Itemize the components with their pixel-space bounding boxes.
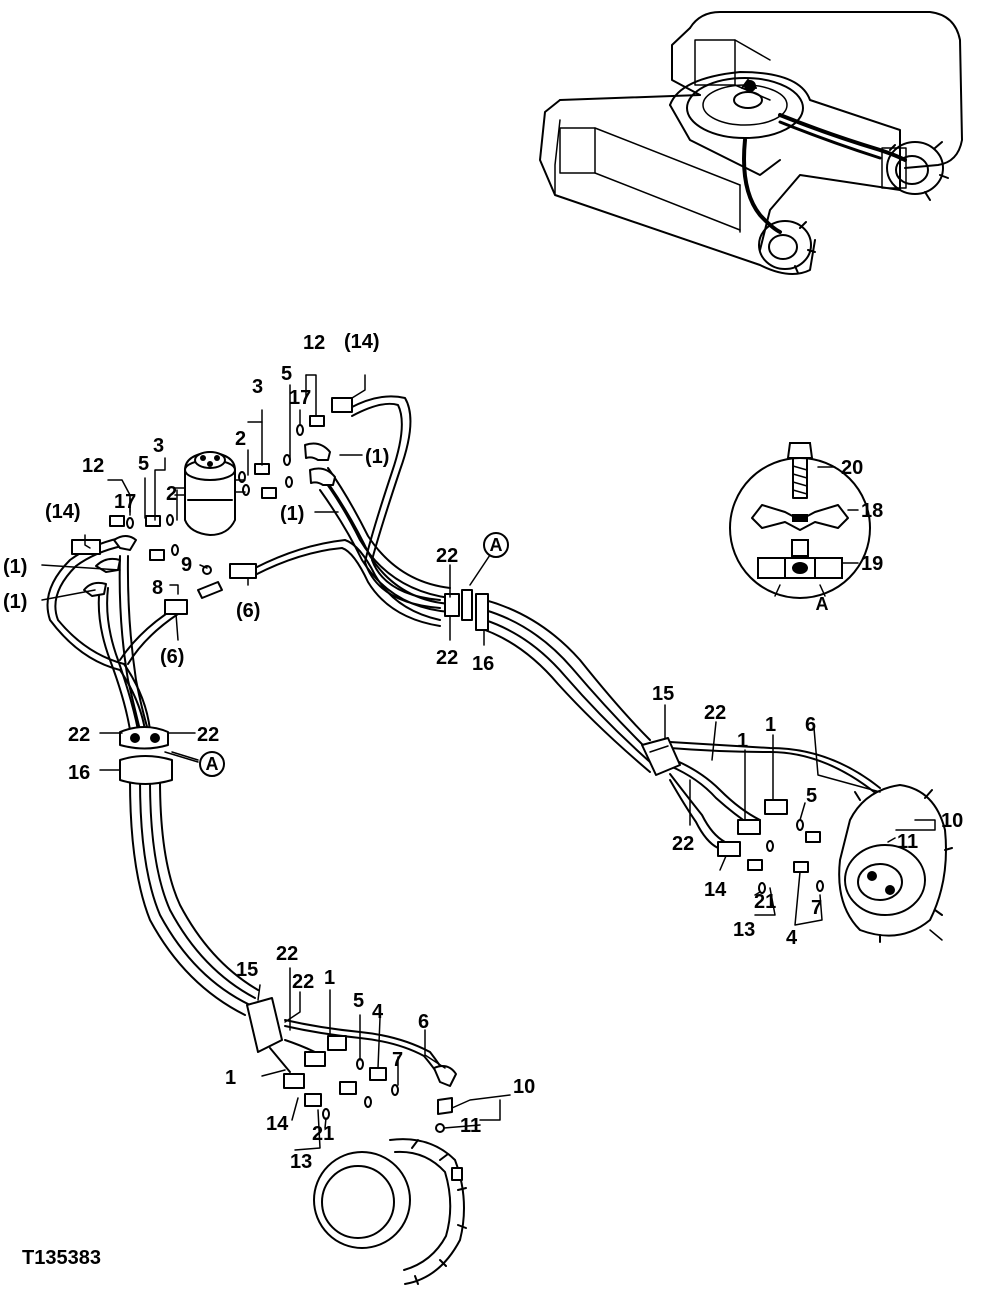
callout-4: 4: [786, 927, 798, 949]
callout-19: 19: [861, 553, 883, 575]
callout-22: 22: [68, 724, 90, 746]
callout-17: 17: [289, 387, 311, 409]
travel-motor-right: [838, 784, 953, 943]
callout-13: 13: [733, 919, 755, 941]
callout-5: 5: [281, 363, 292, 385]
callout-14: (14): [344, 331, 380, 353]
callout-1: (1): [3, 556, 27, 578]
callout-5: 5: [138, 453, 149, 475]
callout-11: 11: [897, 831, 918, 853]
travel-motor-left: [313, 1138, 467, 1285]
callout-8: 8: [152, 577, 163, 599]
callout-2: 2: [235, 428, 246, 450]
callout-22: 22: [704, 702, 726, 724]
callout-3: 3: [153, 435, 164, 457]
callout-11: 11: [460, 1115, 481, 1137]
detail-a-marker-left: A: [164, 751, 225, 777]
callout-1: 1: [225, 1067, 236, 1089]
callout-12: 12: [303, 332, 325, 354]
hose-bundle: [46, 395, 881, 1081]
callout-3: 3: [252, 376, 263, 398]
callout-22: 22: [436, 545, 458, 567]
callout-13: 13: [290, 1151, 312, 1173]
callout-5: 5: [353, 990, 364, 1012]
callout-2: 2: [166, 483, 177, 505]
callout-1: 1: [737, 730, 748, 752]
callout-10: 10: [941, 810, 963, 832]
callout-leaders: [41, 374, 936, 1151]
callout-4: 4: [372, 1001, 384, 1023]
callout-22: 22: [276, 943, 298, 965]
callout-21: 21: [754, 891, 776, 913]
callout-21: 21: [312, 1123, 334, 1145]
callout-7: 7: [811, 897, 822, 919]
callout-9: 9: [181, 554, 192, 576]
detail-a-letter: A: [490, 535, 503, 555]
callout-18: 18: [861, 500, 883, 522]
callout-1: (1): [280, 503, 304, 525]
fittings: [71, 397, 897, 1133]
callout-labels: (14) 12 5 17 3 2 (1) (1) 12 5 3 2 17 (14…: [3, 331, 963, 1173]
detail-a-clamp-illustration: [729, 442, 871, 599]
callout-22: 22: [672, 833, 694, 855]
callout-14: 14: [704, 879, 727, 901]
callout-1: 1: [324, 967, 335, 989]
callout-6: 6: [805, 714, 816, 736]
callout-16: 16: [68, 762, 90, 784]
callout-1: 1: [765, 714, 776, 736]
undercarriage-locator-illustration: [539, 11, 963, 275]
detail-a-letter: A: [206, 754, 219, 774]
callout-15: 15: [236, 959, 258, 981]
callout-10: 10: [513, 1076, 535, 1098]
callout-1: (1): [3, 591, 27, 613]
callout-15: 15: [652, 683, 674, 705]
callout-14: 14: [266, 1113, 289, 1135]
callout-6: (6): [236, 600, 260, 622]
callout-22: 22: [197, 724, 219, 746]
detail-a-marker-mid: A: [483, 532, 509, 558]
callout-17: 17: [114, 491, 136, 513]
callout-7: 7: [392, 1049, 403, 1071]
center-swivel-joint: [174, 450, 246, 537]
figure-id: T135383: [22, 1247, 101, 1269]
callout-22: 22: [292, 971, 314, 993]
callout-6: 6: [418, 1011, 429, 1033]
callout-12: 12: [82, 455, 104, 477]
callout-6: (6): [160, 646, 184, 668]
callout-5: 5: [806, 785, 817, 807]
callout-14: (14): [45, 501, 81, 523]
callout-16: 16: [472, 653, 494, 675]
detail-a-caption: A: [816, 594, 829, 614]
callout-1: (1): [365, 446, 389, 468]
callout-20: 20: [841, 457, 863, 479]
callout-22: 22: [436, 647, 458, 669]
